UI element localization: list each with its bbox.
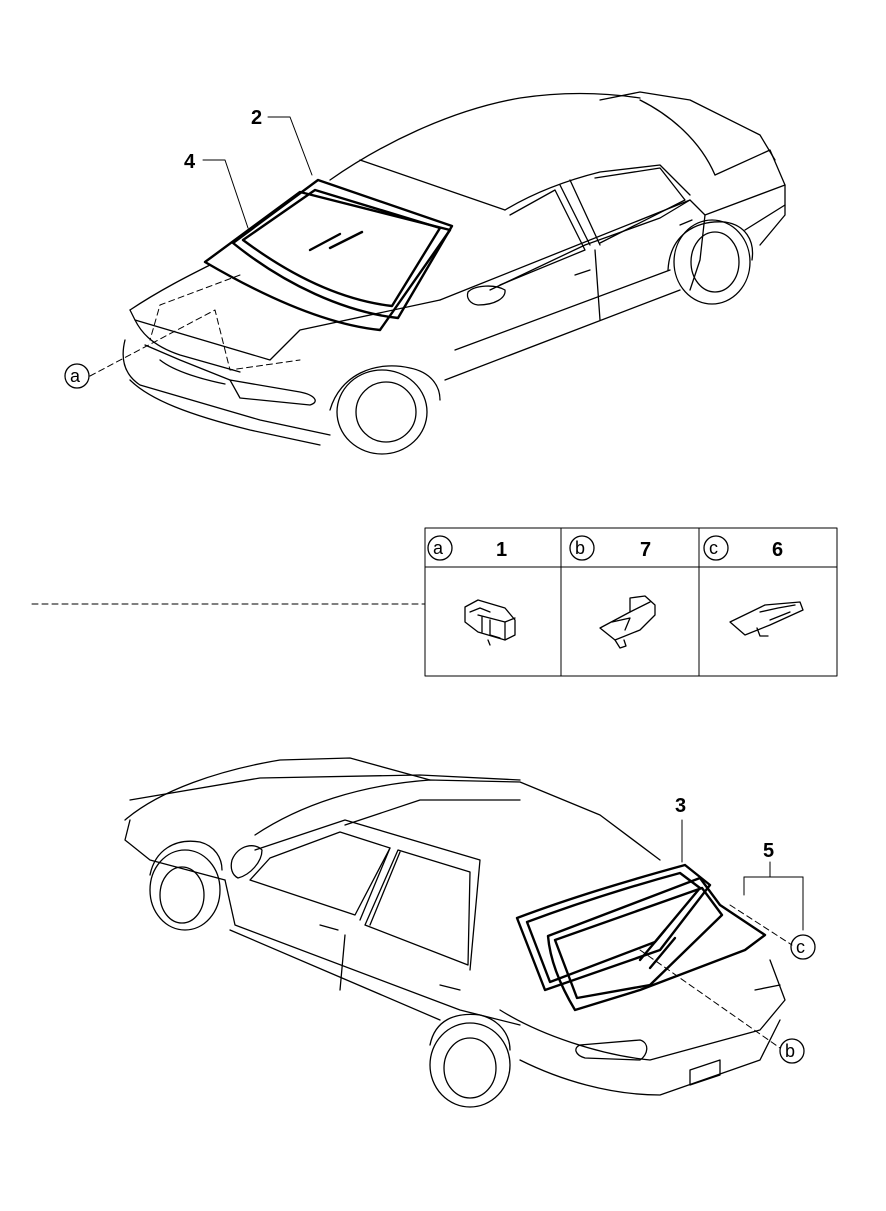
table-ref-c: c [709,538,718,558]
callout-2: 2 [251,107,262,129]
rear-window-molding [546,876,767,1012]
dashed-reference-lines [31,274,793,1049]
detail-table [424,527,838,677]
table-part-1: 1 [496,539,507,561]
rear-window-glass [515,863,712,992]
ref-a-front: a [70,366,81,386]
ref-b-rear: b [785,1041,795,1061]
clip-part-1-icon [464,599,516,646]
front-windshield-molding [203,190,452,332]
ref-c-rear: c [796,937,805,957]
callout-5: 5 [763,840,774,862]
table-part-6: 6 [772,539,783,561]
front-windshield-glass [231,178,454,320]
clip-part-7-icon [599,595,656,649]
table-ref-b: b [575,538,585,558]
reference-circles [64,363,816,1064]
table-ref-a: a [433,538,444,558]
front-view-car [122,91,786,455]
callout-3: 3 [675,795,686,817]
rear-view-car [124,757,786,1108]
table-part-7: 7 [640,539,651,561]
clip-part-6-icon [729,601,804,637]
callout-4: 4 [184,151,196,173]
leader-lines [202,116,804,931]
